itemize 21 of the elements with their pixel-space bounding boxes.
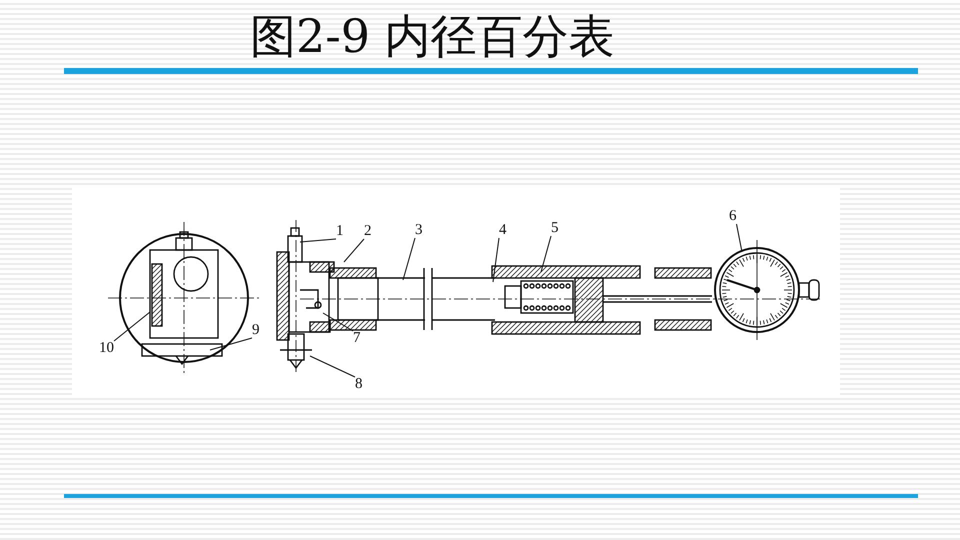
- leader-line: [736, 224, 742, 252]
- callout-number: 1: [336, 224, 344, 239]
- callout-number: 4: [499, 223, 506, 238]
- leader-line: [492, 238, 500, 282]
- callout-number: 8: [355, 377, 362, 392]
- leader-line: [402, 238, 416, 280]
- callout-number: 6: [729, 209, 736, 224]
- leader-line: [540, 236, 552, 272]
- title: 图2-9 内径百分表: [250, 8, 615, 65]
- leader-line: [210, 338, 252, 350]
- leader-line: [310, 356, 356, 378]
- callout-number: 2: [364, 224, 372, 239]
- callout-number: 9: [252, 323, 260, 338]
- leader-line: [344, 238, 364, 262]
- callout-number: 3: [415, 223, 422, 238]
- leader-line: [300, 238, 336, 242]
- callout-number: 10: [99, 341, 114, 356]
- leader-line: [114, 312, 150, 342]
- callout-number: 7: [353, 331, 360, 346]
- callout-number: 5: [551, 221, 558, 236]
- leader-line: [322, 312, 354, 332]
